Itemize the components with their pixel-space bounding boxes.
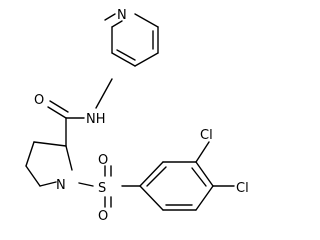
chlorine-4-label: Cl <box>236 181 249 196</box>
pyrrolidine-nitrogen-label: N <box>56 178 66 193</box>
sulfonyl-group <box>78 165 141 208</box>
amide-nh-label: NH <box>86 112 106 127</box>
sulfur-label: S <box>98 181 106 196</box>
sulfonyl-oxygen-lower-label: O <box>98 209 108 224</box>
pyridine-ring <box>104 13 159 67</box>
amide-linkage <box>95 78 113 109</box>
carbonyl-group <box>47 100 85 147</box>
pyridine-nitrogen-label: N <box>117 8 127 23</box>
dichlorophenyl-ring <box>139 141 235 211</box>
sulfonyl-oxygen-upper-label: O <box>98 153 108 168</box>
carbonyl-oxygen-label: O <box>34 93 44 108</box>
molecule-structure: N NH O N S O O Cl Cl <box>25 8 249 224</box>
pyrrolidine-ring <box>25 141 73 187</box>
chlorine-3-label: Cl <box>200 128 213 143</box>
